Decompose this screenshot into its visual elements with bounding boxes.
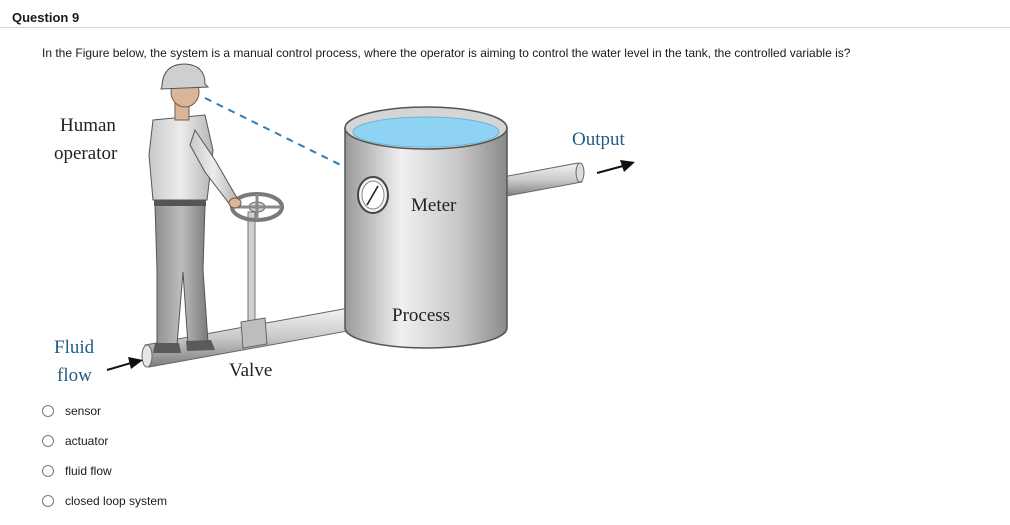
question-title: Question 9 bbox=[12, 10, 80, 25]
option-closed-loop-system[interactable]: closed loop system bbox=[42, 492, 302, 512]
figure-illustration bbox=[106, 63, 635, 371]
question-text: In the Figure below, the system is a man… bbox=[42, 46, 851, 60]
radio-button[interactable] bbox=[42, 435, 54, 447]
option-fluid-flow[interactable]: fluid flow bbox=[42, 462, 302, 482]
label-human: Human bbox=[60, 115, 116, 136]
option-label: closed loop system bbox=[65, 494, 168, 508]
label-fluid: Fluid bbox=[54, 337, 95, 358]
water-surface bbox=[352, 116, 500, 148]
label-operator: operator bbox=[54, 143, 118, 164]
control-process-figure: Human operator Output Meter Process Flui… bbox=[45, 60, 645, 390]
outlet-pipe bbox=[496, 162, 585, 198]
option-actuator[interactable]: actuator bbox=[42, 432, 302, 452]
valve bbox=[230, 192, 284, 349]
label-output: Output bbox=[572, 129, 625, 150]
radio-button[interactable] bbox=[42, 405, 54, 417]
human-operator-figure bbox=[148, 63, 242, 353]
label-process: Process bbox=[392, 305, 451, 326]
label-valve: Valve bbox=[229, 360, 273, 381]
sight-line bbox=[204, 97, 368, 179]
radio-button[interactable] bbox=[42, 465, 54, 477]
output-arrow bbox=[596, 160, 635, 174]
fluid-flow-arrow bbox=[106, 357, 143, 371]
label-meter: Meter bbox=[411, 195, 457, 216]
option-label: fluid flow bbox=[65, 464, 112, 478]
tank bbox=[344, 106, 508, 349]
radio-button[interactable] bbox=[42, 495, 54, 507]
option-label: sensor bbox=[65, 404, 102, 418]
meter-gauge bbox=[357, 176, 389, 214]
label-flow: flow bbox=[57, 365, 92, 386]
option-label: actuator bbox=[65, 434, 109, 448]
question-header: Question 9 bbox=[0, 0, 1010, 28]
option-sensor[interactable]: sensor bbox=[42, 402, 302, 422]
